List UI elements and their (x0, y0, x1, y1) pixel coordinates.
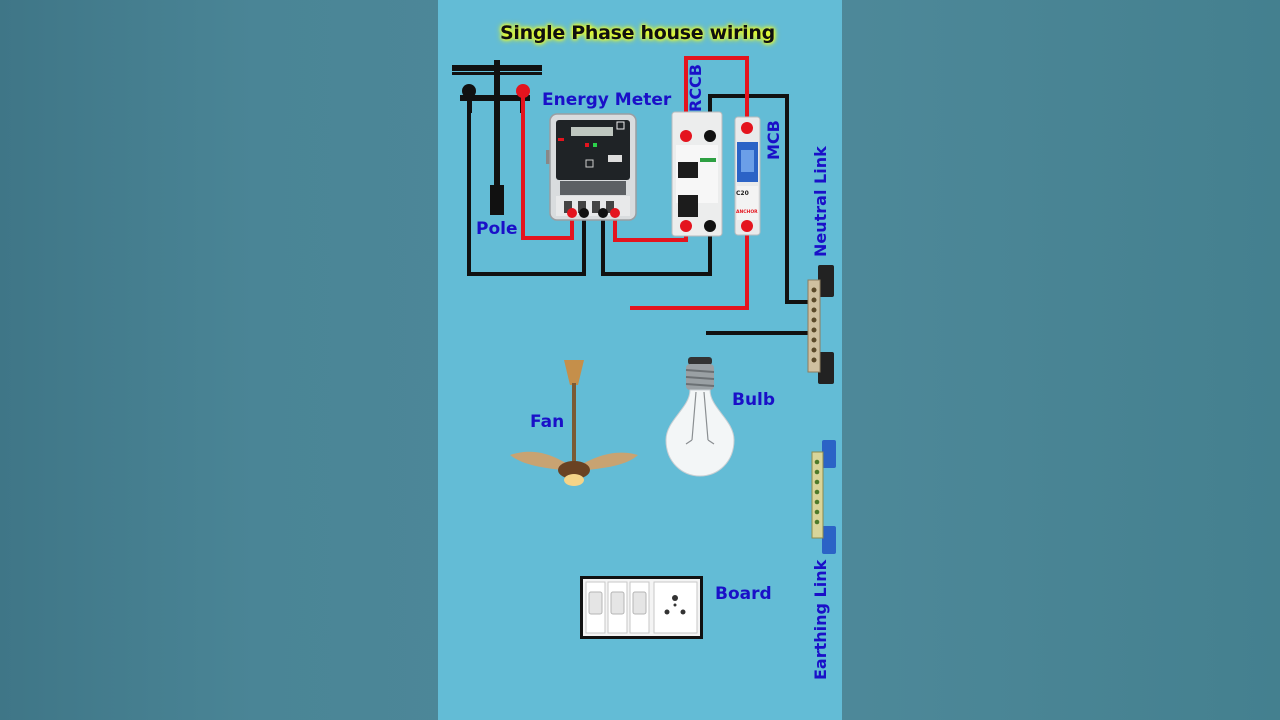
pole-label: Pole (476, 219, 518, 239)
energy-meter-label: Energy Meter (542, 90, 672, 110)
neutral-link-bar (807, 265, 834, 384)
energy-meter-device (546, 113, 637, 221)
rccb-device (671, 111, 723, 237)
mcb-label: MCB (764, 120, 783, 160)
fan-label: Fan (530, 412, 565, 432)
light-bulb (665, 357, 735, 477)
utility-pole (452, 60, 542, 215)
bulb-label: Bulb (732, 390, 776, 410)
ceiling-fan (510, 360, 638, 486)
page-title: Single Phase house wiring (500, 22, 775, 44)
mcb-rating-text: C20 (736, 190, 749, 197)
neutral-wires (467, 91, 810, 335)
neutral-link-label: Neutral Link (811, 146, 830, 257)
wiring-diagram: C20 ANCHOR (452, 56, 836, 639)
mcb-device: C20 ANCHOR (734, 116, 761, 236)
mcb-brand-text: ANCHOR (736, 209, 758, 215)
earthing-link-label: Earthing Link (811, 559, 830, 680)
switch-board (580, 576, 703, 639)
diagram-panel: C20 ANCHOR (438, 0, 842, 720)
rccb-label: RCCB (686, 64, 705, 112)
earthing-link-bar (811, 440, 836, 554)
board-label: Board (715, 584, 772, 604)
